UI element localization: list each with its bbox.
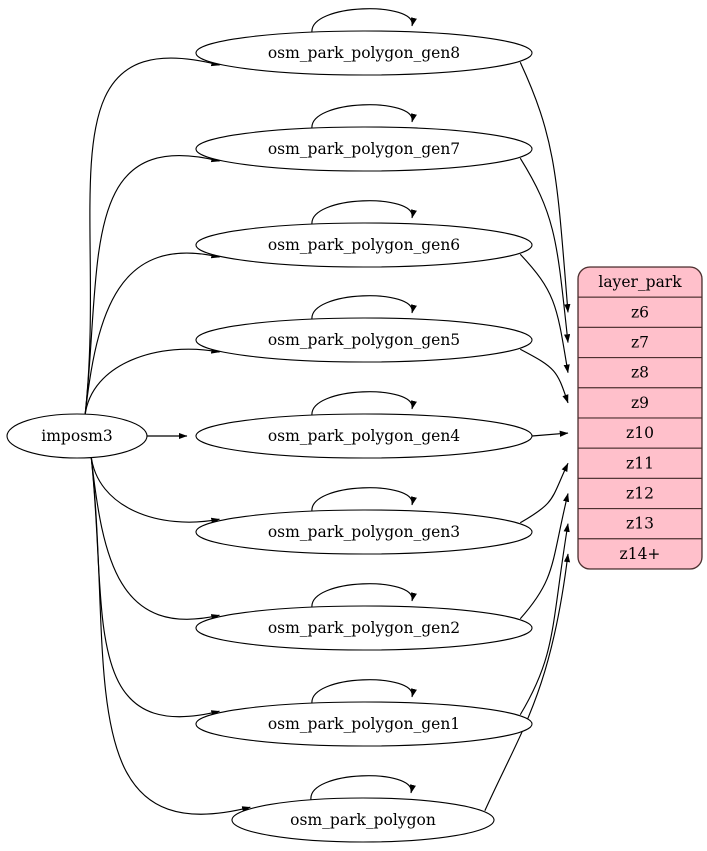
table-row-z9[interactable] — [578, 387, 702, 419]
self-loop-gen4 — [311, 391, 417, 417]
table-header-label: layer_park — [598, 273, 682, 291]
table-row-z7[interactable] — [578, 326, 702, 359]
node-gen8[interactable]: osm_park_polygon_gen8 — [195, 30, 533, 76]
node-gen5[interactable]: osm_park_polygon_gen5 — [195, 317, 533, 363]
node-label: osm_park_polygon_gen4 — [268, 427, 460, 445]
node-shape — [195, 413, 533, 459]
node-shape — [195, 605, 533, 651]
self-loop-edges — [310, 8, 417, 801]
edge-gen4-to-z10 — [531, 430, 569, 437]
edge-gen8-to-z6 — [519, 61, 571, 313]
table-outline — [577, 266, 703, 570]
edge-base-to-z14+ — [484, 553, 571, 811]
table-row-label-z10: z10 — [626, 424, 654, 442]
edge-gen5-to-z9 — [519, 348, 569, 404]
self-loop-gen1 — [311, 679, 417, 705]
edge-imposm3-to-gen7 — [84, 155, 220, 417]
node-shape — [6, 413, 148, 459]
edge-gen6-to-z8 — [519, 253, 570, 374]
edge-imposm3-to-gen2 — [90, 454, 220, 621]
node-gen3[interactable]: osm_park_polygon_gen3 — [195, 509, 533, 555]
edges-from-imposm3 — [84, 57, 251, 815]
node-label: imposm3 — [41, 427, 112, 445]
table-row-label-z11: z11 — [626, 454, 654, 472]
table-row-label-z7: z7 — [631, 334, 649, 352]
node-gen1[interactable]: osm_park_polygon_gen1 — [195, 701, 533, 747]
table-row-z10[interactable] — [578, 417, 702, 449]
table-row-label-z6: z6 — [631, 303, 649, 321]
self-loop-gen5 — [311, 295, 417, 321]
edge-imposm3-to-gen6 — [84, 252, 220, 417]
node-imposm3[interactable]: imposm3 — [6, 413, 148, 459]
edge-imposm3-to-gen5 — [84, 347, 220, 417]
table-row-label-z9: z9 — [631, 394, 649, 412]
node-label: osm_park_polygon — [290, 811, 436, 829]
edges-to-layer-park — [484, 61, 571, 811]
edge-gen2-to-z12 — [519, 493, 570, 620]
node-label: osm_park_polygon_gen7 — [268, 140, 460, 158]
table-row-z12[interactable] — [578, 477, 702, 510]
node-gen6[interactable]: osm_park_polygon_gen6 — [195, 222, 533, 268]
edge-imposm3-to-gen8 — [84, 57, 220, 417]
layer-park-table: layer_park z6 z7 z8 z9 z10 z11 z12 z13 z14+ — [577, 266, 703, 570]
table-row-label-z14+: z14+ — [620, 545, 661, 563]
node-shape — [195, 701, 533, 747]
table-row-label-z8: z8 — [631, 364, 649, 382]
self-loop-gen7 — [311, 104, 417, 130]
edge-gen7-to-z7 — [519, 157, 571, 343]
node-shape — [195, 126, 533, 172]
self-loop-base — [310, 775, 416, 801]
node-label: osm_park_polygon_gen6 — [268, 236, 460, 254]
node-label: osm_park_polygon_gen5 — [268, 331, 460, 349]
node-gen7[interactable]: osm_park_polygon_gen7 — [195, 126, 533, 172]
node-label: osm_park_polygon_gen3 — [268, 523, 460, 541]
table-row-z11[interactable] — [578, 447, 702, 479]
table-row-label-z12: z12 — [626, 485, 654, 503]
node-shape — [195, 222, 533, 268]
table-row-label-z13: z13 — [626, 515, 654, 533]
edge-gen1-to-z13 — [519, 523, 570, 716]
node-ellipses: imposm3 osm_park_polygon_gen8 osm_park_pol… — [6, 30, 533, 843]
edge-imposm3-to-base — [90, 454, 251, 815]
node-base[interactable]: osm_park_polygon — [231, 797, 495, 843]
node-shape — [231, 797, 495, 843]
self-loop-gen2 — [311, 583, 417, 609]
table-row-z13[interactable] — [578, 508, 702, 540]
node-label: osm_park_polygon_gen8 — [268, 44, 460, 62]
node-gen2[interactable]: osm_park_polygon_gen2 — [195, 605, 533, 651]
node-label: osm_park_polygon_gen1 — [268, 715, 460, 733]
self-loop-gen3 — [311, 487, 417, 513]
edge-imposm3-to-gen3 — [90, 454, 220, 524]
self-loop-gen6 — [311, 200, 417, 226]
self-loop-gen8 — [311, 8, 417, 34]
table-row-z14+[interactable] — [578, 538, 702, 569]
node-gen4[interactable]: osm_park_polygon_gen4 — [195, 413, 533, 459]
node-label: osm_park_polygon_gen2 — [268, 619, 460, 637]
node-shape — [195, 509, 533, 555]
node-shape — [195, 317, 533, 363]
node-shape — [195, 30, 533, 76]
edge-gen3-to-z11 — [519, 462, 569, 524]
layer-park-table-body: layer_park z6 z7 z8 z9 z10 z11 z12 z13 z14+ — [578, 267, 702, 569]
